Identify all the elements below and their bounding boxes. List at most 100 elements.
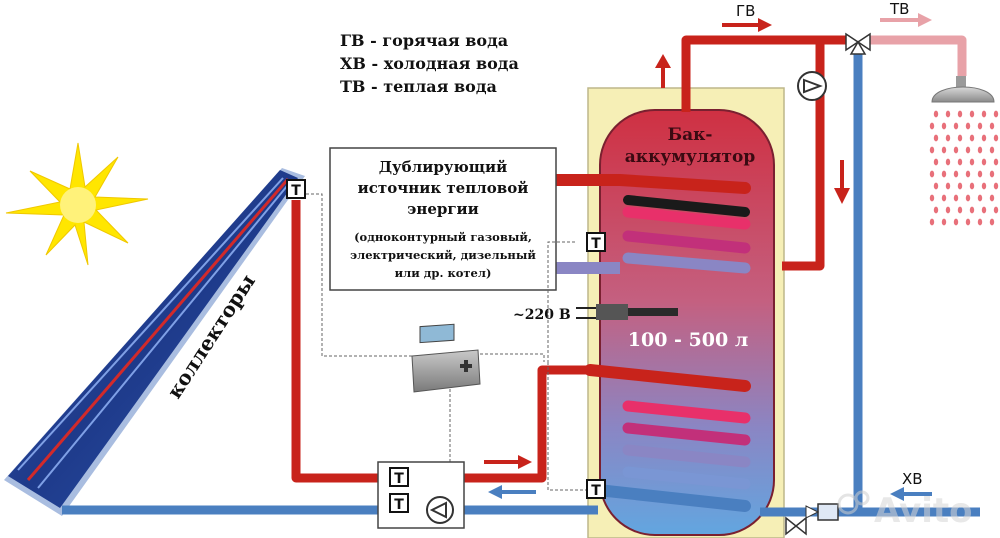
- backup-source-line3: энергии: [407, 200, 479, 218]
- solar-return-arrow-icon: [488, 485, 536, 499]
- temp-sensor-collector: T: [286, 179, 306, 199]
- water-drop: [957, 158, 963, 166]
- water-drop: [981, 134, 987, 142]
- hot-out-arrow-icon: [722, 18, 772, 32]
- water-drop: [953, 170, 959, 178]
- warm-out-arrow-icon: [880, 13, 932, 27]
- cold-in-arrow-icon: [890, 487, 932, 501]
- water-drop: [945, 206, 951, 214]
- water-drop: [981, 182, 987, 190]
- legend-hot-water: ГВ - горячая вода: [340, 31, 508, 50]
- temp-sensor-tank-upper: T: [586, 232, 606, 252]
- avito-watermark: Avito: [837, 490, 973, 531]
- water-drop: [929, 122, 935, 130]
- water-drop: [953, 122, 959, 130]
- shower-head-icon: [931, 76, 995, 103]
- temp-sensor-return: T: [389, 493, 409, 513]
- backup-source-box: [329, 147, 557, 291]
- solar-supply-arrow-icon: [484, 455, 532, 469]
- water-drop: [933, 206, 939, 214]
- electric-heating-element: [576, 304, 678, 320]
- water-drop: [989, 146, 995, 154]
- water-drop: [945, 158, 951, 166]
- water-drop: [969, 110, 975, 118]
- hot-pipes: [291, 35, 850, 483]
- sensor-wires: [306, 193, 590, 491]
- warm-out-label: ТВ: [889, 0, 909, 18]
- water-drop: [933, 134, 939, 142]
- tank-label-line2: аккумулятор: [625, 147, 756, 167]
- direction-arrows: [484, 13, 932, 501]
- water-drop: [941, 170, 947, 178]
- legend-cold-water: ХВ - холодная вода: [340, 54, 519, 73]
- water-drop: [933, 110, 939, 118]
- water-drop: [993, 110, 999, 118]
- svg-text:T: T: [591, 483, 601, 499]
- temp-sensor-tank-lower: T: [586, 479, 606, 499]
- backup-source-line2: источник тепловой: [358, 179, 529, 197]
- water-drop: [989, 170, 995, 178]
- water-drop: [957, 134, 963, 142]
- water-drop: [969, 182, 975, 190]
- water-drop: [969, 134, 975, 142]
- water-drop: [981, 206, 987, 214]
- controller-button-icon: [460, 360, 472, 372]
- svg-text:T: T: [591, 236, 601, 252]
- solar-collector: [4, 168, 305, 516]
- water-drop: [965, 218, 971, 226]
- warm-pipe: [866, 35, 967, 76]
- lower-heat-exchanger-coil: [584, 364, 751, 512]
- water-drop: [993, 206, 999, 214]
- water-drop: [953, 194, 959, 202]
- mixing-valve-icon: [845, 32, 871, 55]
- water-drop: [933, 158, 939, 166]
- water-drop: [969, 206, 975, 214]
- water-drop: [965, 146, 971, 154]
- water-drop: [941, 122, 947, 130]
- cold-pipes: [62, 48, 980, 517]
- water-drop: [933, 182, 939, 190]
- water-drop: [957, 182, 963, 190]
- solar-pump-icon: [426, 496, 454, 524]
- water-drop: [957, 110, 963, 118]
- svg-text:T: T: [291, 183, 301, 199]
- water-drop: [965, 170, 971, 178]
- legend-warm-water: ТВ - теплая вода: [340, 77, 497, 96]
- water-drop: [941, 218, 947, 226]
- hot-out-label: ГВ: [736, 2, 755, 20]
- svg-text:T: T: [394, 471, 404, 487]
- water-drop: [981, 158, 987, 166]
- water-drop: [989, 194, 995, 202]
- temp-sensor-supply: T: [389, 467, 409, 487]
- water-drop: [941, 146, 947, 154]
- water-drop: [957, 206, 963, 214]
- water-drop: [945, 134, 951, 142]
- water-drop: [989, 218, 995, 226]
- water-drop: [929, 170, 935, 178]
- backup-source-line6: или др. котел): [395, 266, 492, 280]
- water-drop: [981, 110, 987, 118]
- water-drop: [945, 182, 951, 190]
- cold-water-valve-icon: [805, 503, 839, 521]
- water-drop: [993, 158, 999, 166]
- svg-text:Avito: Avito: [874, 491, 973, 531]
- water-drop: [965, 122, 971, 130]
- water-drop: [977, 122, 983, 130]
- shower-water-drops: [929, 110, 999, 226]
- water-drop: [945, 110, 951, 118]
- water-drop: [969, 158, 975, 166]
- heater-voltage: ~220 В: [513, 307, 571, 323]
- hot-down-arrow-icon: [834, 160, 850, 204]
- upper-heat-exchanger-coil: [550, 174, 751, 274]
- water-drop: [989, 122, 995, 130]
- water-drop: [977, 146, 983, 154]
- tank-volume: 100 - 500 л: [628, 329, 748, 351]
- water-drop: [977, 194, 983, 202]
- water-drop: [929, 218, 935, 226]
- water-drop: [929, 146, 935, 154]
- backup-source-line5: электрический, дизельный: [350, 248, 536, 262]
- water-drop: [929, 194, 935, 202]
- hot-up-arrow-icon: [655, 54, 671, 88]
- svg-text:T: T: [394, 497, 404, 513]
